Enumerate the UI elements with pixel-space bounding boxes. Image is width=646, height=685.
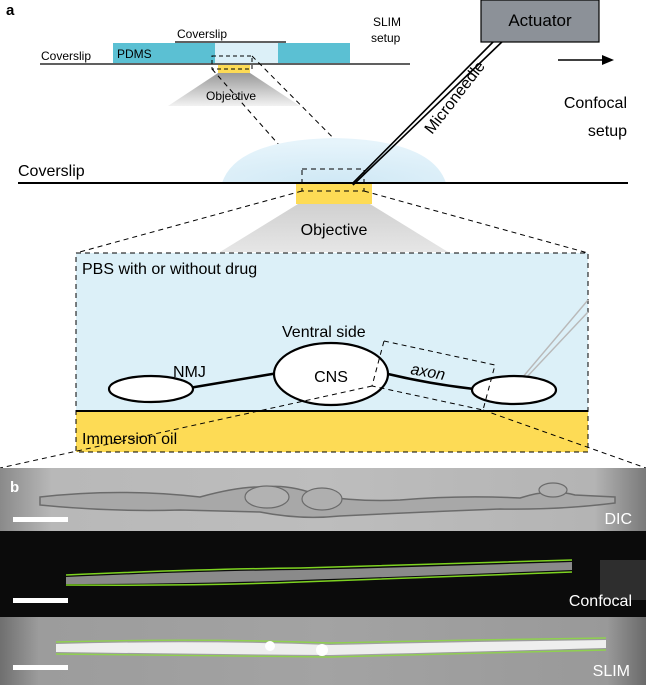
slim-label: SLIM <box>593 663 630 680</box>
microneedle-label: Microneedle <box>422 58 489 137</box>
zoom-line-2-left <box>75 190 303 254</box>
panel-b-label: b <box>10 479 19 496</box>
actuator-label: Actuator <box>508 11 572 30</box>
axon-label: axon <box>409 361 446 384</box>
slim-varicosity-2 <box>316 644 328 656</box>
confocal-label: Confocal <box>569 593 632 610</box>
slim-varicosity-1 <box>265 641 275 651</box>
inset-objective-label: Objective <box>206 89 256 103</box>
microneedle-shaft-b <box>352 37 507 186</box>
inset-coverslip-left-label: Coverslip <box>41 49 91 63</box>
focus-box <box>301 168 365 192</box>
slim-trace-top <box>55 637 607 644</box>
slim-scale-bar <box>13 665 68 670</box>
slim-inset: Coverslip Coverslip PDMS SLIM setup Obje… <box>40 15 410 106</box>
actuator-box <box>480 0 600 43</box>
coverslip-label: Coverslip <box>18 163 85 180</box>
needle-ghost-b <box>523 311 589 381</box>
nerve-left <box>188 371 279 390</box>
chamber-detail: PBS with or without drug Ventral side NM… <box>75 252 589 453</box>
confocal-trace-bottom <box>65 571 573 586</box>
immersion-oil-label: Immersion oil <box>82 431 177 448</box>
slim-trace-bottom <box>55 649 607 658</box>
dic-soma-3 <box>538 482 568 498</box>
confocal-scale-bar <box>13 598 68 603</box>
inset-coverslip-top-label: Coverslip <box>177 27 227 41</box>
confocal-setup-line2: setup <box>588 123 627 140</box>
axon-end-body <box>470 374 558 406</box>
pdms-left <box>113 43 215 63</box>
confocal-edge-glow <box>600 560 646 600</box>
nmj-label: NMJ <box>173 364 206 381</box>
slim-image: SLIM <box>0 617 646 685</box>
panel-a-label: a <box>6 2 15 19</box>
nmj-body <box>107 374 195 404</box>
dic-scale-bar <box>13 517 68 522</box>
inset-setup-label: setup <box>371 31 401 45</box>
medium-drop <box>222 138 446 183</box>
inset-focus-box <box>211 55 253 70</box>
confocal-setup: Coverslip Objective <box>18 138 628 252</box>
dic-label: DIC <box>604 511 632 528</box>
chamber-border <box>75 252 589 453</box>
immersion-oil <box>76 411 588 452</box>
oil-drop <box>296 184 372 204</box>
microneedle-shaft-a <box>351 37 498 185</box>
confocal-image: Confocal <box>0 531 646 617</box>
inset-medium <box>215 43 278 63</box>
zoom-line-3-right <box>482 409 646 469</box>
needle-ghost-a <box>521 299 589 379</box>
dic-soma-1 <box>244 485 290 509</box>
objective-label: Objective <box>301 222 368 239</box>
ventral-side-label: Ventral side <box>282 324 366 341</box>
zoom-line-1-left <box>211 68 303 172</box>
medium-label: PBS with or without drug <box>82 261 257 278</box>
confocal-trace-top <box>65 559 573 576</box>
pdms-right <box>278 43 350 63</box>
zoom-line-3-left <box>0 385 373 469</box>
dic-image: DIC <box>0 468 646 531</box>
cns-body <box>272 341 390 407</box>
axon-roi-box <box>371 340 496 411</box>
inset-objective <box>168 73 300 106</box>
zoom-line-2-right <box>363 190 589 254</box>
panel-b: DIC Confocal SLIM b <box>0 468 646 685</box>
confocal-axon <box>66 562 572 584</box>
inset-pdms-label: PDMS <box>117 47 152 61</box>
dic-soma-2 <box>301 487 343 511</box>
objective-cone <box>220 204 448 252</box>
cns-label: CNS <box>314 369 348 386</box>
movement-arrowhead <box>602 55 614 65</box>
slim-axon <box>56 640 606 655</box>
confocal-setup-line1: Confocal <box>564 95 627 112</box>
inset-slim-label: SLIM <box>373 15 401 29</box>
